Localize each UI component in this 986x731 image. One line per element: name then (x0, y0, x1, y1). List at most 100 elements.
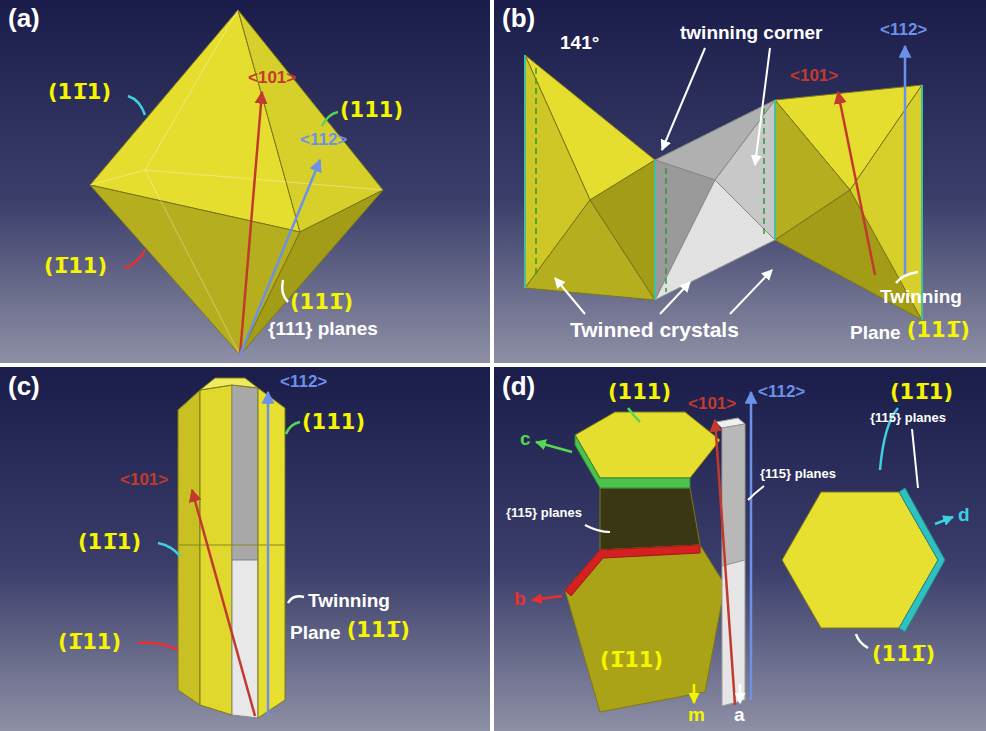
hexagonal-plates (575, 435, 690, 488)
hexagonal-plates (600, 488, 700, 550)
annotation: Twinning (308, 590, 390, 612)
panel-letter: (b) (502, 4, 535, 34)
direction-arrows (192, 490, 255, 716)
panel-grounds (494, 0, 986, 363)
twinned-crystals (536, 68, 764, 292)
miller-plane: (111̅) (872, 642, 935, 666)
miller-plane: (11̅1) (78, 530, 141, 554)
panel-letter: (a) (8, 4, 40, 34)
twinned-crystals (525, 55, 922, 320)
direction-arrows (935, 517, 953, 524)
plane-note: {115} planes (760, 467, 836, 482)
direction-arrows (240, 92, 262, 355)
axis-letter: b (514, 588, 526, 610)
hexagonal-plates (565, 545, 700, 596)
plane-note: {115} planes (506, 506, 582, 521)
elongated-prism (200, 378, 258, 390)
direction-label: <101> (688, 394, 736, 414)
octahedron (145, 170, 383, 190)
direction-arrows (192, 392, 268, 716)
twinned-crystals (665, 168, 667, 292)
axis-letter: c (520, 428, 531, 450)
twinned-crystals (763, 108, 765, 234)
direction-label: <101> (120, 470, 168, 490)
pointer-arrows (755, 48, 770, 165)
twinned-crystals (921, 85, 923, 320)
face-leaders (748, 486, 764, 500)
miller-plane: (111̅) (347, 618, 410, 642)
direction-arrows (750, 392, 753, 700)
annotation: twinning corner (680, 22, 823, 44)
elongated-prism (232, 560, 258, 718)
octahedron (90, 170, 145, 185)
face-leaders (856, 634, 868, 648)
pointer-arrows (730, 270, 772, 314)
hexagonal-plates (899, 488, 945, 632)
octahedron (145, 10, 238, 170)
face-leaders (322, 112, 338, 126)
octahedron (240, 190, 383, 355)
panel-grounds (0, 0, 490, 363)
twinned-crystals (535, 68, 537, 278)
direction-label: <112> (300, 130, 347, 150)
pointer-arrows (555, 48, 918, 314)
face-leaders (286, 422, 300, 434)
axis-letter: a (734, 704, 745, 726)
direction-arrows (532, 392, 953, 705)
direction-label: <101> (248, 68, 296, 88)
panel-letter: (c) (8, 372, 40, 402)
direction-arrows (838, 46, 905, 275)
miller-plane: (111̅) (907, 318, 970, 342)
face-leaders (128, 96, 145, 115)
miller-plane: (111) (608, 380, 671, 404)
miller-plane: (11̅1) (890, 380, 953, 404)
face-leaders (124, 250, 145, 268)
face-leaders (138, 422, 304, 650)
hexagonal-plates (722, 424, 745, 566)
direction-arrows (739, 684, 742, 703)
twinned-crystals (524, 55, 526, 288)
twinned-crystals (774, 100, 776, 240)
pointer-arrows (660, 282, 690, 314)
direction-arrows (838, 92, 875, 275)
miller-plane: (111) (340, 98, 403, 122)
panel-grounds (494, 367, 986, 731)
twinned-crystals (715, 100, 775, 240)
face-leaders (158, 543, 180, 556)
direction-arrows (904, 46, 907, 275)
twinned-crystals (590, 160, 655, 300)
plane-note: {115} planes (870, 411, 946, 426)
annotation: Plane (850, 322, 901, 344)
direction-label: <101> (790, 66, 838, 86)
face-leaders (585, 408, 918, 648)
miller-plane: (111̅) (290, 290, 353, 314)
annotation: Twinning (880, 286, 962, 308)
direction-arrows (267, 392, 270, 716)
panel-letter: (d) (502, 372, 535, 402)
elongated-prism (178, 378, 285, 718)
direction-arrows (715, 420, 735, 705)
hexagonal-plates (565, 545, 725, 712)
miller-plane: (1̅11) (600, 648, 663, 672)
axis-letter: m (688, 704, 705, 726)
miller-plane: (1̅11) (58, 630, 121, 654)
octahedron (145, 170, 240, 355)
face-leaders (282, 280, 288, 302)
face-leaders (912, 429, 918, 488)
elongated-prism (178, 390, 200, 705)
pointer-arrows (555, 278, 585, 314)
direction-arrows (532, 596, 562, 600)
hexagonal-plates (565, 412, 945, 712)
direction-arrows (536, 442, 572, 452)
miller-plane: (111) (302, 410, 365, 434)
face-leaders (628, 408, 640, 422)
direction-label: <112> (758, 382, 805, 402)
pointer-arrows (896, 272, 918, 283)
pointer-arrows (662, 48, 705, 150)
twinned-crystals (654, 160, 656, 300)
direction-arrows (693, 684, 696, 703)
face-leaders (288, 596, 304, 603)
